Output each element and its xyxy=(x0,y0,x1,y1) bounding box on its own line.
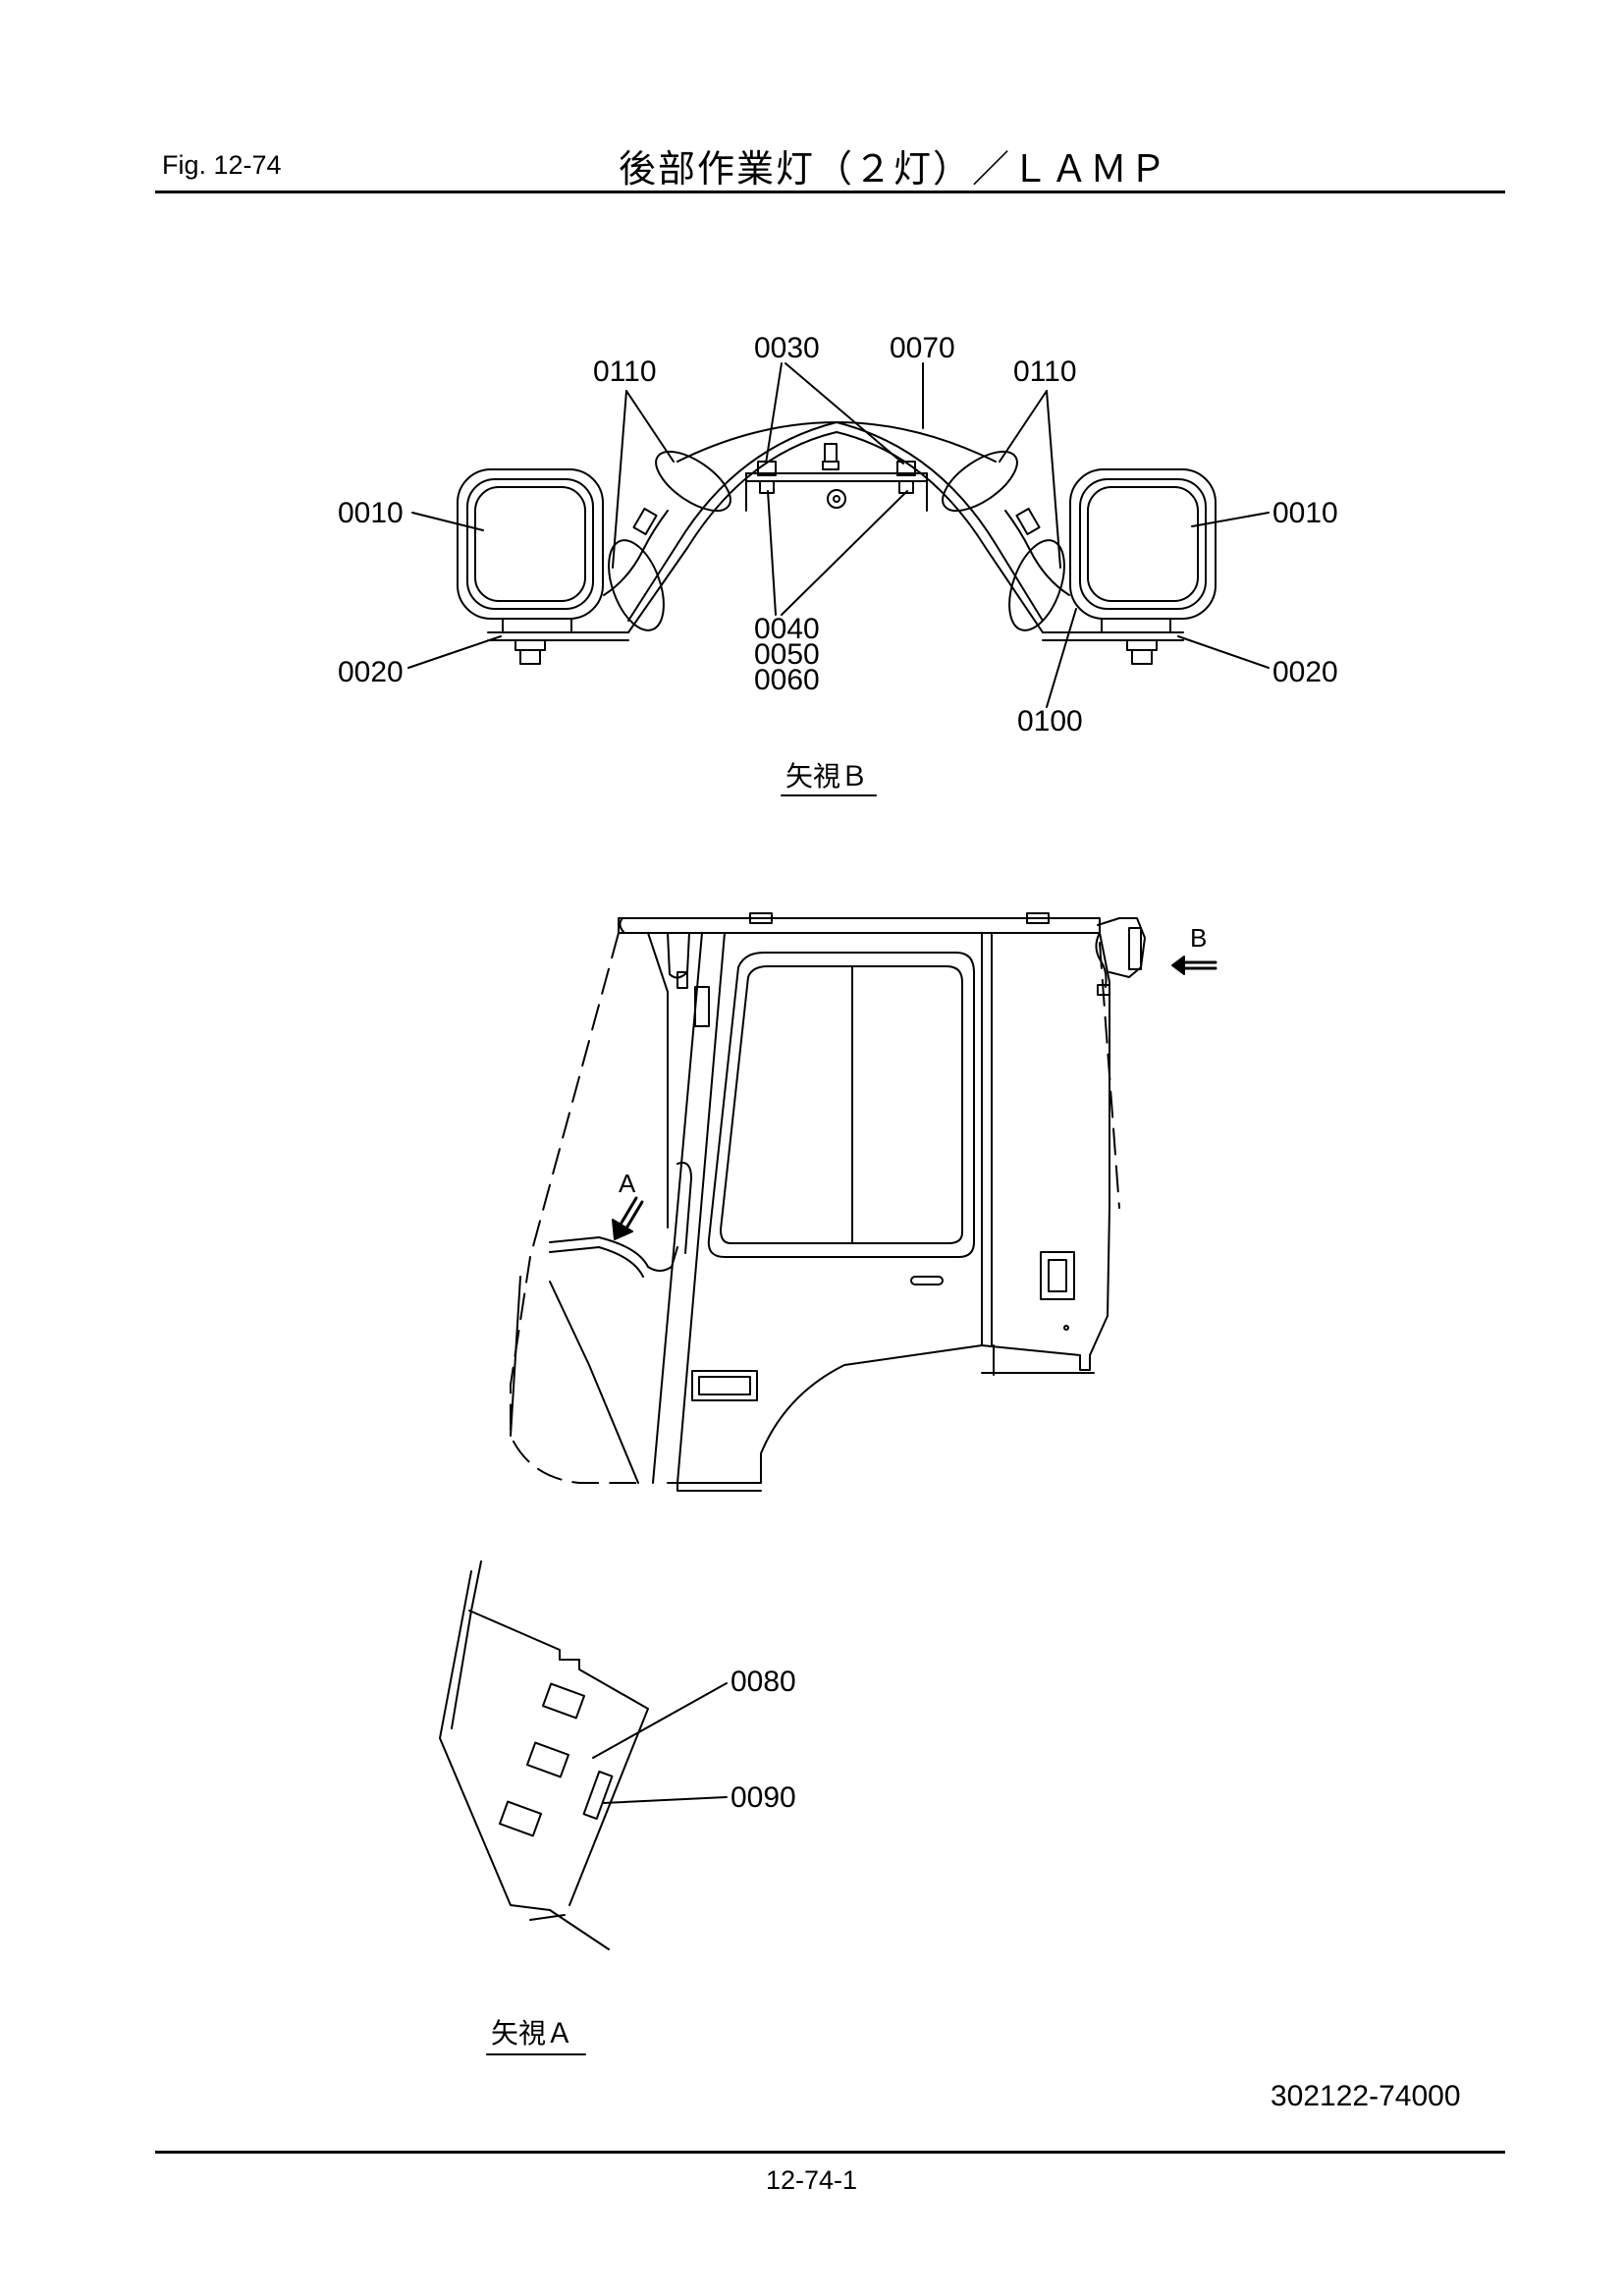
label-0100: 0100 xyxy=(1017,705,1083,738)
decal-panels xyxy=(498,1682,614,1837)
label-0110-right: 0110 xyxy=(1013,355,1077,388)
label-0080: 0080 xyxy=(730,1666,796,1698)
left-lamp xyxy=(457,468,629,665)
view-b-leaders xyxy=(407,362,1270,708)
label-0020-left: 0020 xyxy=(338,656,404,688)
label-0110-left: 0110 xyxy=(593,355,657,388)
label-0030: 0030 xyxy=(754,332,820,364)
label-0010-right: 0010 xyxy=(1272,497,1338,529)
cab-drawing xyxy=(510,912,1217,1492)
view-b-caption: 矢視Ｂ xyxy=(785,760,868,793)
label-0010-left: 0010 xyxy=(338,497,404,529)
right-lamp xyxy=(1042,468,1217,665)
view-b-labels: 0010 0010 0020 0020 0030 0070 0110 0110 … xyxy=(338,332,1338,793)
header-rule xyxy=(155,191,1505,193)
label-0040: 0040 xyxy=(754,613,820,645)
figure-number: Fig. 12-74 xyxy=(162,150,282,180)
drawing-number: 302122-74000 xyxy=(1271,2080,1461,2112)
label-0050: 0050 xyxy=(754,638,820,671)
view-a-drawing xyxy=(439,1560,728,1950)
view-b-drawing xyxy=(407,362,1270,708)
wire-harness xyxy=(603,450,1070,631)
arrow-b-label: B xyxy=(1190,923,1207,953)
cab-arrow-labels: B A xyxy=(619,923,1207,1198)
view-a-labels: 0080 0090 矢視Ａ 302122-74000 xyxy=(491,1666,1461,2112)
label-0090: 0090 xyxy=(730,1781,796,1814)
arrow-a-label: A xyxy=(619,1169,636,1198)
label-0020-right: 0020 xyxy=(1272,656,1338,688)
footer-rule xyxy=(155,2151,1505,2154)
page-title: 後部作業灯（２灯）／ＬＡＭＰ xyxy=(619,147,1169,191)
label-0070: 0070 xyxy=(890,332,955,364)
view-a-caption: 矢視Ａ xyxy=(491,2017,573,2050)
label-0060: 0060 xyxy=(754,664,820,696)
page-number: 12-74-1 xyxy=(765,2165,858,2195)
